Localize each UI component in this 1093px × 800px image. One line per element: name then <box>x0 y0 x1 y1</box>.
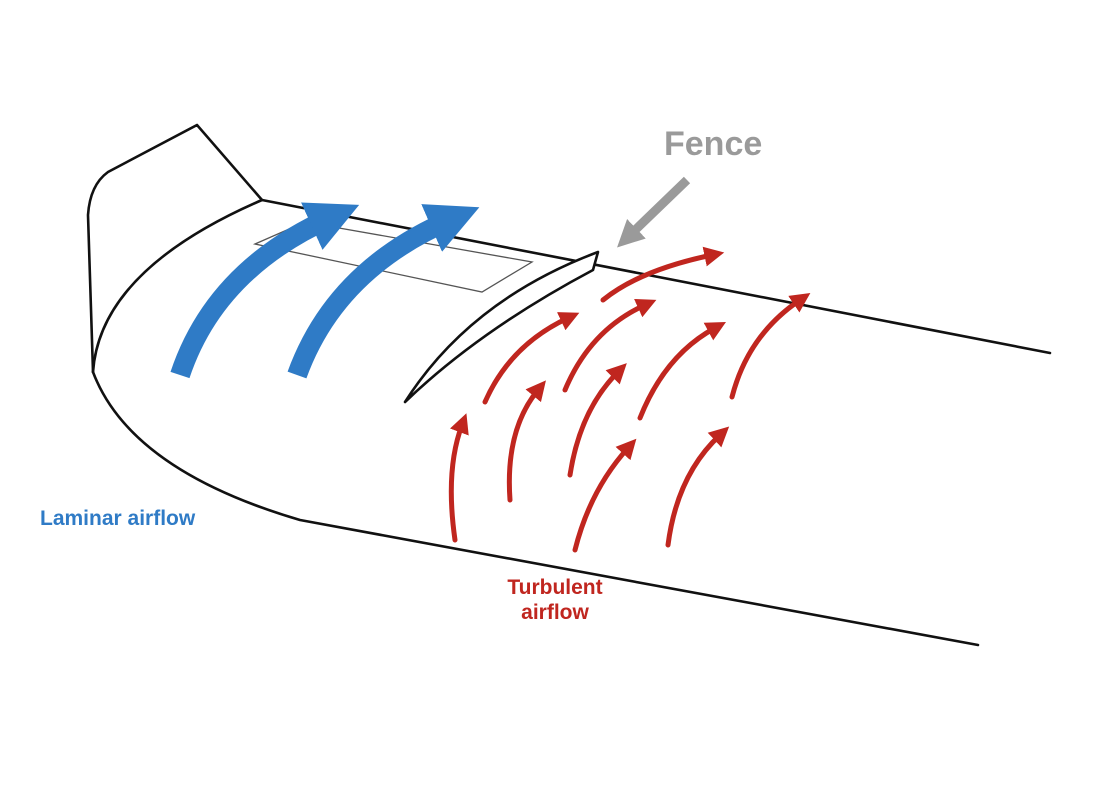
fence-pointer-arrow <box>617 176 691 248</box>
turbulent-arrow <box>637 322 726 421</box>
turbulent-label-line2: airflow <box>521 601 589 625</box>
leading-edge <box>91 370 980 647</box>
turbulent-label-line1: Turbulent <box>507 576 603 599</box>
turbulent-arrow <box>665 426 730 548</box>
turbulent-arrow <box>562 299 657 393</box>
fence-label: Fence <box>664 125 763 163</box>
turbulent-arrow <box>567 363 627 478</box>
turbulent-arrow <box>572 438 637 553</box>
turbulent-arrow <box>482 312 580 405</box>
turbulent-airflow-label: Turbulent airflow <box>470 575 640 625</box>
trailing-edge <box>260 198 1052 355</box>
wingtip-fairing <box>86 123 264 374</box>
laminar-airflow-label: Laminar airflow <box>40 507 196 530</box>
turbulent-arrow <box>729 293 811 400</box>
wing-outline <box>86 123 1052 647</box>
turbulent-arrows <box>448 246 811 553</box>
laminar-arrows <box>170 202 480 379</box>
laminar-arrow <box>287 204 480 379</box>
wing-fence <box>403 250 600 404</box>
turbulent-arrow <box>448 413 469 543</box>
turbulent-arrow <box>600 246 725 303</box>
turbulent-arrow <box>506 380 546 503</box>
wing-upper-lip <box>91 198 264 374</box>
laminar-arrow <box>170 202 360 379</box>
